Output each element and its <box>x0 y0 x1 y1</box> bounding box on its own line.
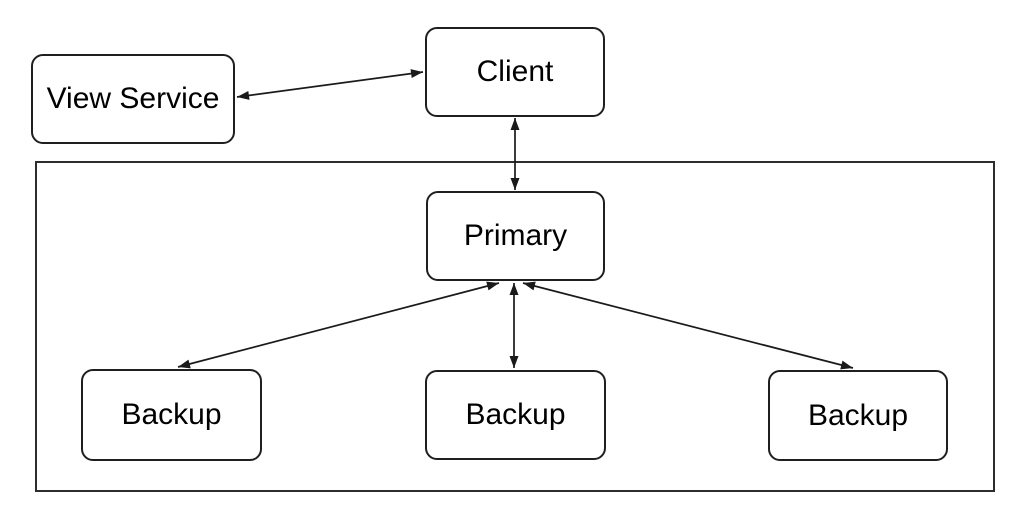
node-label: View Service <box>46 82 220 115</box>
node-client[interactable]: Client <box>425 27 605 117</box>
node-label: Backup <box>121 398 222 431</box>
edge-viewservice-client <box>236 69 424 100</box>
node-label: Client <box>476 55 554 88</box>
node-view-service[interactable]: View Service <box>31 54 235 144</box>
node-label: Backup <box>465 398 566 431</box>
node-backup-2[interactable]: Backup <box>425 370 606 460</box>
node-backup-1[interactable]: Backup <box>81 369 262 461</box>
node-backup-3[interactable]: Backup <box>768 370 948 461</box>
node-primary[interactable]: Primary <box>426 191 605 281</box>
node-label: Backup <box>807 398 909 432</box>
node-label: Primary <box>463 219 568 252</box>
